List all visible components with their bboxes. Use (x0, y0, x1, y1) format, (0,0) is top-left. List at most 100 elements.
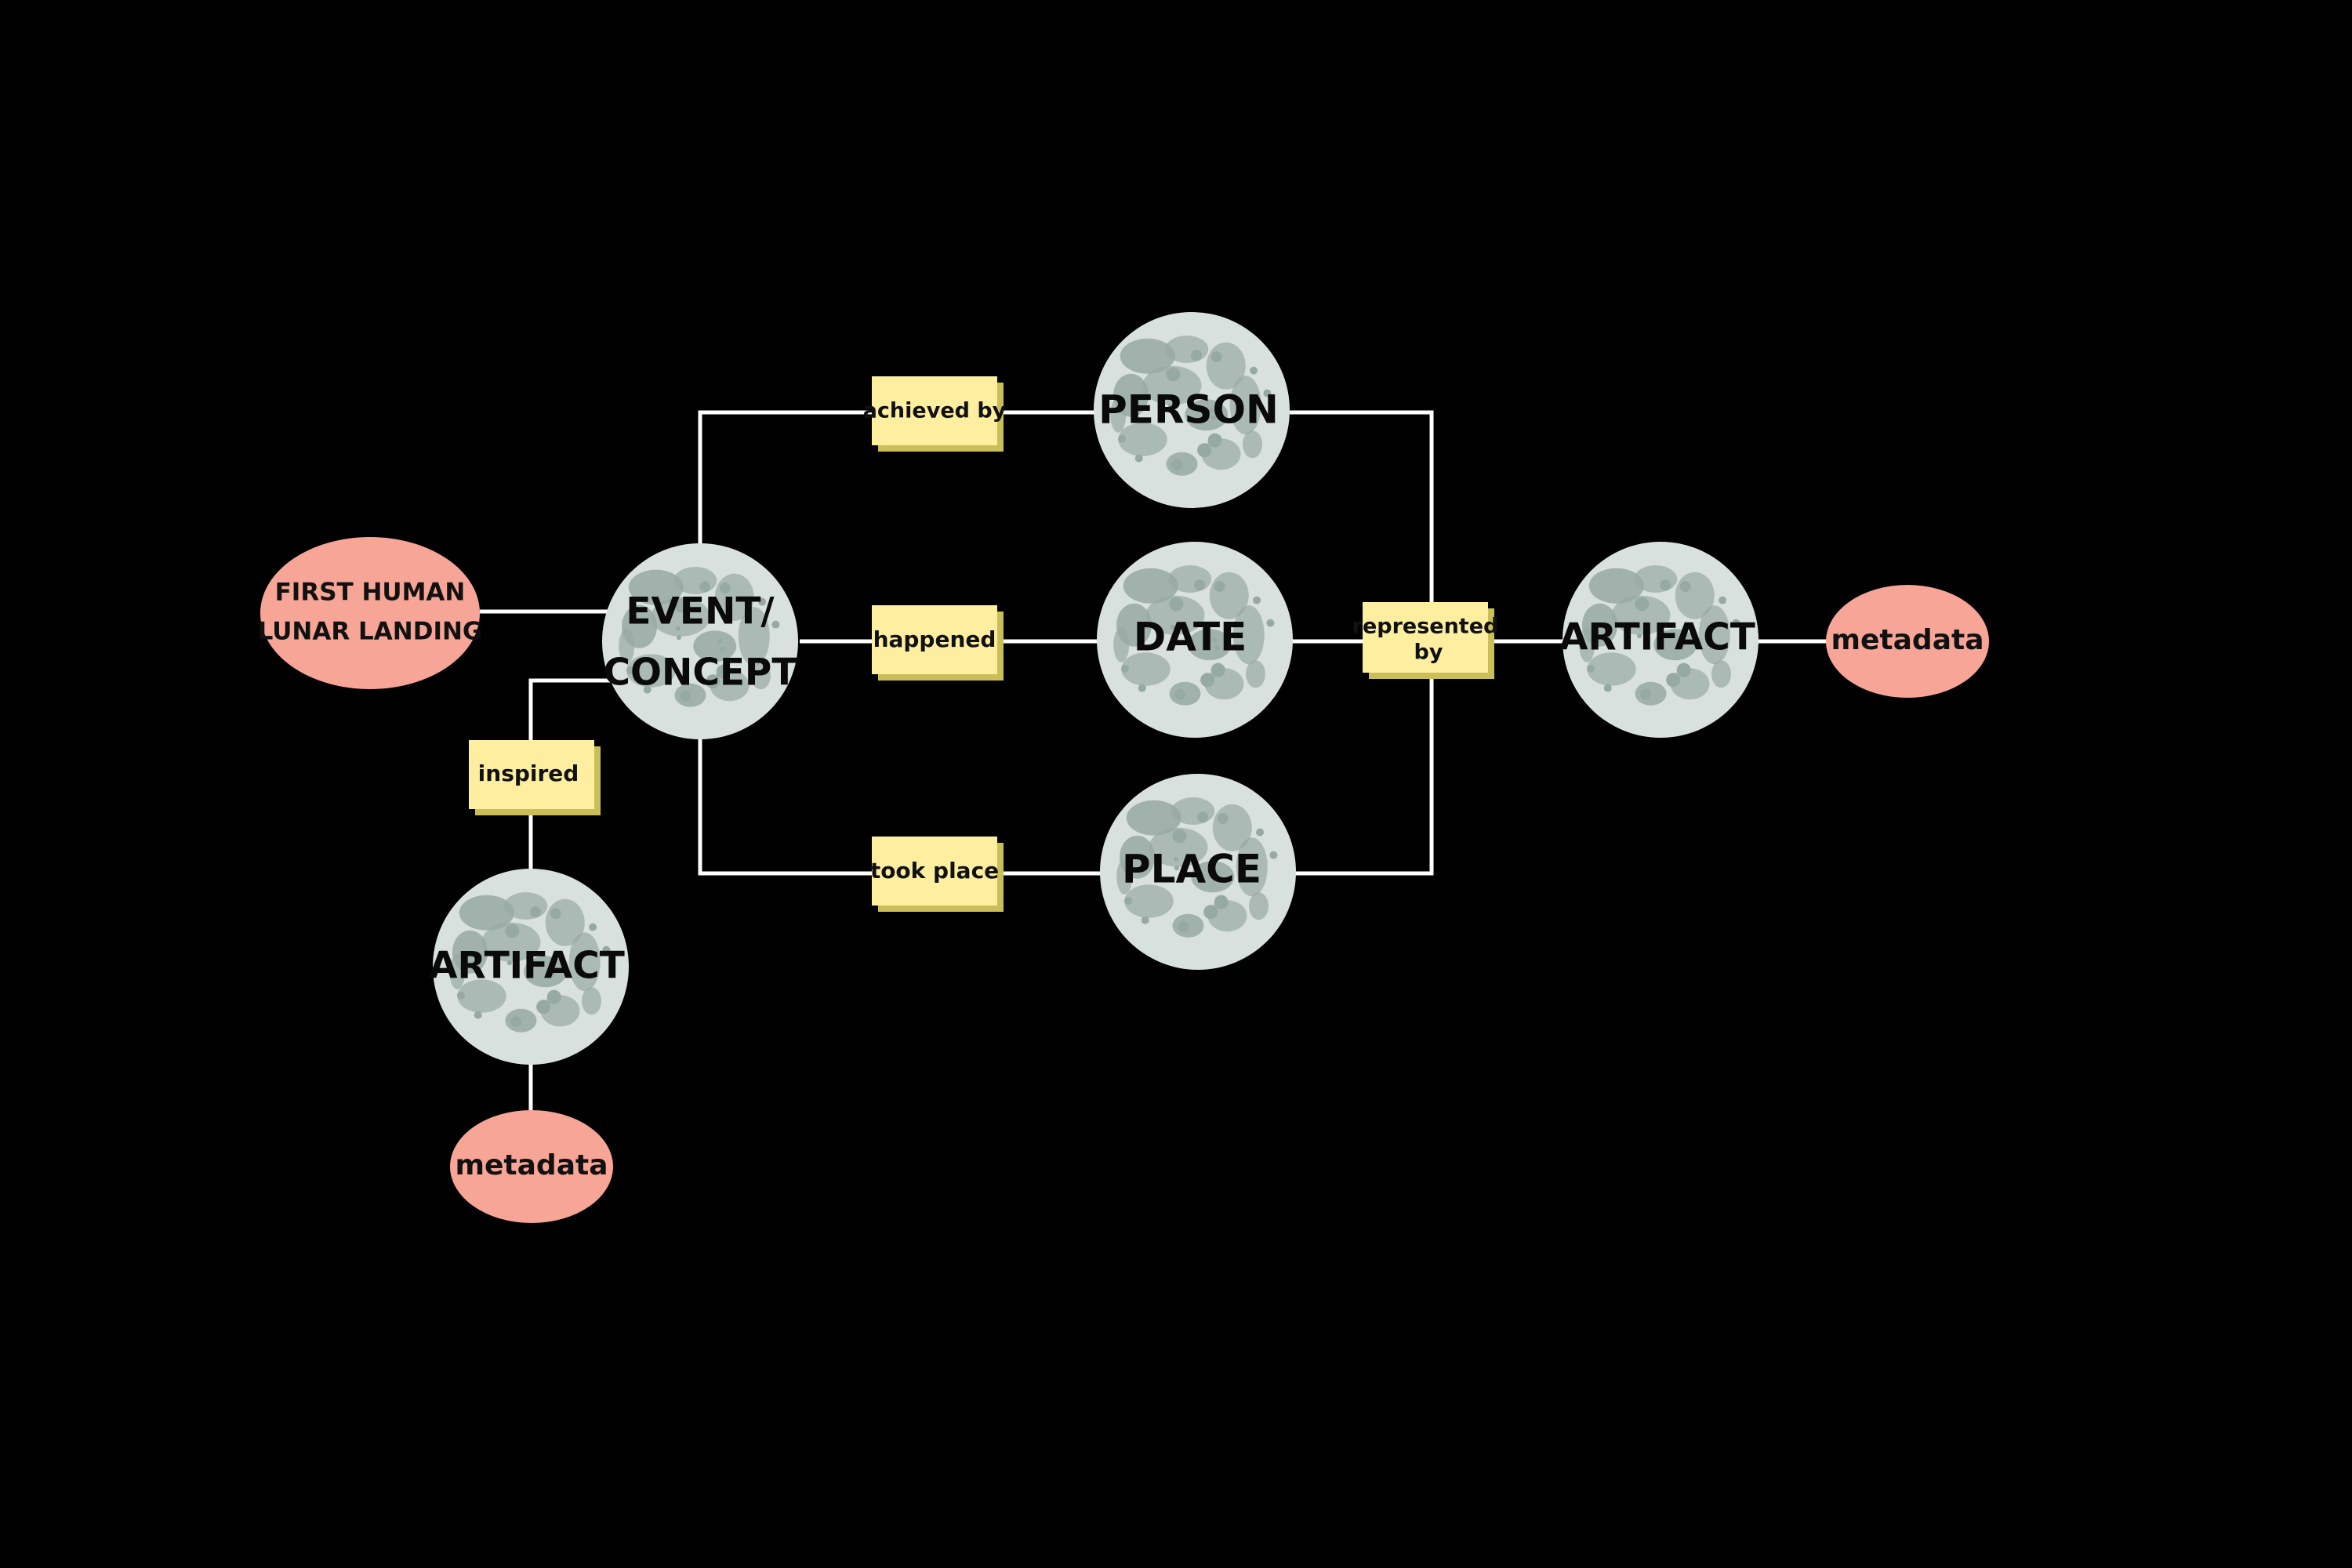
event-moon-crater (651, 597, 710, 637)
event-moon-crater (738, 607, 770, 666)
date-moon-crater (1188, 629, 1232, 661)
person-moon-crater (1243, 430, 1262, 459)
artifact-bottom-moon-spot (510, 1016, 522, 1028)
event-moon-spot (706, 674, 720, 689)
relation-represented-by-line2: by (1414, 641, 1443, 665)
artifact-bottom-moon-crater (481, 922, 541, 962)
event-moon-spot (771, 620, 780, 629)
date-moon-crater (1113, 626, 1130, 662)
date-moon-spot (1169, 597, 1184, 612)
event-moon-crater (626, 654, 676, 688)
date-moon-crater (1145, 595, 1205, 635)
event-moon-spot (626, 666, 635, 674)
artifact-right-moon-spot (1635, 597, 1650, 612)
artifact-bottom-moon (433, 869, 629, 1065)
event-moon-spot (758, 597, 767, 606)
person-moon (1094, 312, 1290, 508)
artifact-bottom-moon-crater (449, 953, 466, 989)
event-label-line1: EVENT/ (626, 590, 775, 633)
relation-took-place: took place (870, 837, 1004, 912)
artifact-bottom-moon-spot (457, 991, 466, 1000)
place-moon-crater (1126, 800, 1181, 836)
artifact-bottom-moon-spot (506, 951, 511, 956)
relation-represented-by: represented by (1352, 602, 1499, 679)
event-moon-spot (699, 581, 711, 593)
place-moon-spot (1214, 895, 1229, 909)
person-moon-spot (1118, 434, 1127, 443)
event-moon-spot (720, 647, 725, 652)
artifact-bottom-moon-spot (536, 1000, 551, 1014)
artifact-right-moon-crater (1588, 568, 1644, 604)
artifact-right-moon-spot (1676, 662, 1691, 677)
date-moon-spot (1266, 619, 1275, 627)
person-moon-spot (1166, 367, 1181, 382)
place-moon-spot (1172, 829, 1187, 844)
date-moon-spot (1170, 624, 1175, 630)
artifact-right-moon-crater (1587, 652, 1636, 686)
artifact-right-moon (1563, 542, 1759, 738)
relation-represented-by-line1: represented (1352, 615, 1499, 639)
place-moon-spot (1173, 856, 1178, 862)
date-moon-spot (1210, 662, 1225, 677)
artifact-right-moon-spot (1603, 684, 1612, 692)
relation-took-place-text: took place (870, 858, 999, 884)
person-moon-spot (1209, 408, 1214, 412)
place-moon-crater (1116, 858, 1133, 895)
relation-inspired-text: inspired (478, 760, 579, 786)
relation-inspired: inspired (469, 740, 601, 815)
person-moon-spot (1191, 350, 1203, 361)
place-moon-spot (1218, 877, 1223, 883)
artifact-right-moon-spot (1635, 624, 1641, 630)
place-moon-crater (1191, 861, 1235, 893)
event-moon-spot (716, 664, 731, 679)
artifact-bottom-moon-crater (524, 956, 568, 988)
place-moon-spot (1174, 866, 1179, 871)
date-moon-spot (1121, 664, 1130, 673)
artifact-bottom-moon-spot (546, 989, 561, 1004)
artifact-right-moon-spot (1587, 664, 1595, 673)
date-label: DATE (1134, 615, 1247, 660)
place-moon-crater (1236, 837, 1268, 897)
place-label: PLACE (1122, 847, 1261, 892)
person-moon-spot (1167, 394, 1172, 400)
person-moon-crater (1110, 397, 1127, 433)
artifact-right-moon-spot (1680, 645, 1686, 651)
event-moon-spot (643, 685, 652, 694)
event-moon-spot (719, 583, 731, 594)
artifact-bottom-moon-spot (506, 960, 512, 966)
date-moon-spot (1214, 645, 1220, 651)
event-moon (602, 543, 798, 739)
person-moon-crater (1118, 423, 1167, 456)
place-moon-spot (1217, 813, 1229, 825)
place-moon-spot (1124, 896, 1133, 905)
place-moon-crater (1171, 797, 1215, 825)
artifact-bottom-moon-spot (505, 924, 520, 938)
artifact-right-moon-crater (1698, 605, 1730, 665)
oval-metadata-bottom: metadata (450, 1110, 613, 1223)
place-moon-crater (1124, 884, 1174, 918)
relation-happened: happened (872, 605, 1004, 681)
date-moon-spot (1212, 637, 1217, 642)
person-moon-spot (1171, 459, 1183, 471)
person-label: PERSON (1098, 387, 1279, 433)
first-landing-line2: LUNAR LANDING (258, 618, 483, 646)
artifact-right-moon-crater (1611, 595, 1671, 635)
person-moon-spot (1197, 443, 1212, 458)
artifact-right-moon-crater (1579, 626, 1595, 662)
artifact-right-moon-spot (1660, 579, 1671, 591)
relation-happened-text: happened (873, 626, 996, 652)
date-moon-spot (1214, 581, 1225, 593)
artifact-right-moon-spot (1679, 581, 1691, 593)
person-moon-crater (1120, 338, 1175, 374)
artifact-right-moon-spot (1719, 596, 1727, 604)
connectors (480, 410, 1827, 1112)
event-moon-crater (751, 662, 771, 690)
moon-nodes (433, 312, 1759, 1065)
person-moon-spot (1250, 366, 1258, 375)
moon-labels: PERSON DATE PLACE ARTIFACT ARTIFACT EVEN… (429, 387, 1755, 988)
date-moon-spot (1200, 673, 1215, 688)
place-moon (1100, 774, 1296, 970)
metadata-bottom-label: metadata (456, 1149, 608, 1181)
artifact-bottom-moon-crater (459, 895, 514, 931)
